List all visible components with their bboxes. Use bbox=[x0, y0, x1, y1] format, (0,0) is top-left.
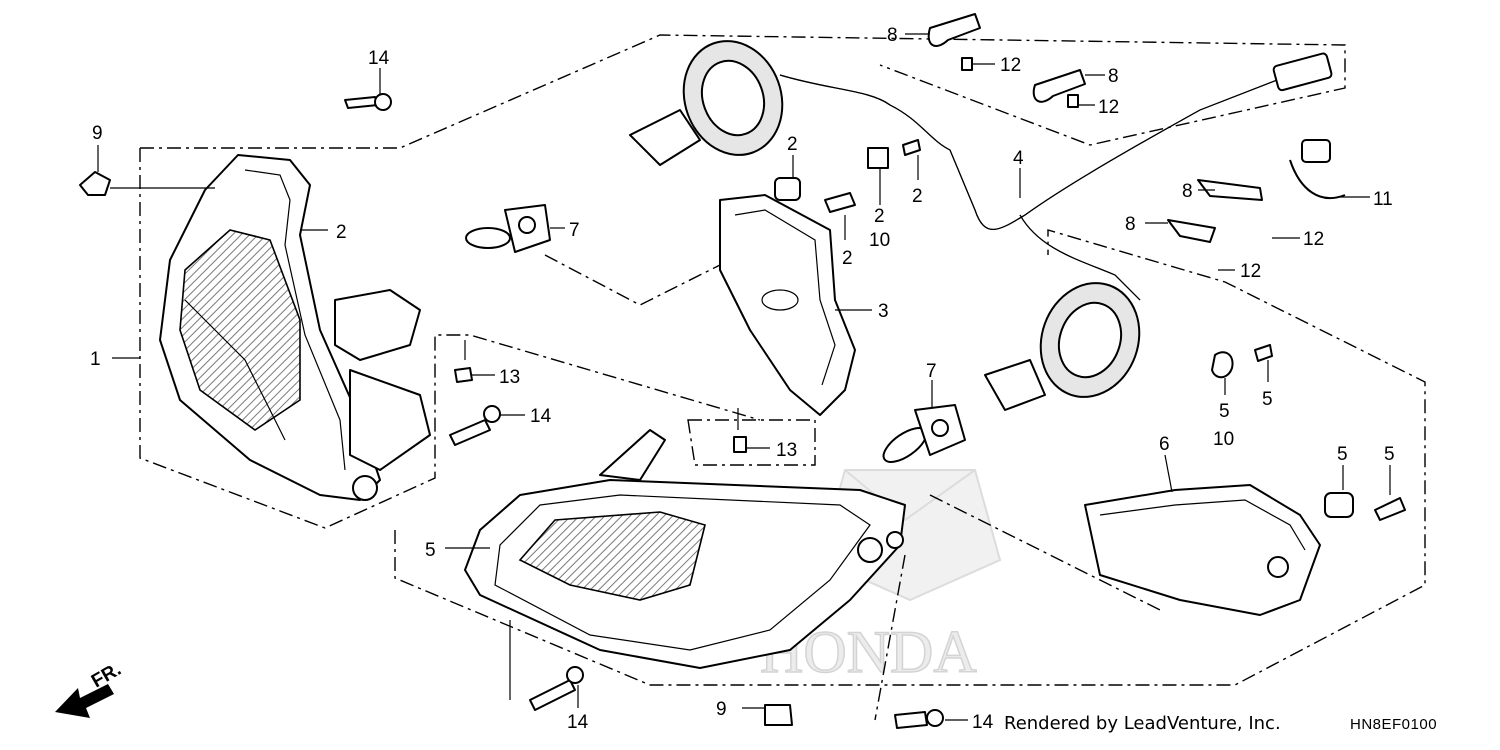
callout-11: 11 bbox=[1373, 189, 1393, 210]
bolt-group-outline bbox=[687, 419, 816, 466]
callout-8-a: 8 bbox=[887, 25, 898, 46]
callout-1: 1 bbox=[90, 349, 101, 370]
left-lamp-group-outline bbox=[139, 148, 761, 529]
diagram-code: HN8EF0100 bbox=[1350, 716, 1437, 733]
callout-4: 4 bbox=[1013, 148, 1024, 169]
callout-2-bolt: 2 bbox=[842, 248, 853, 269]
callout-5-clip: 5 bbox=[1219, 401, 1230, 422]
callout-8-c: 8 bbox=[1182, 181, 1193, 202]
leader-lines bbox=[97, 33, 1391, 721]
callout-2-nut: 2 bbox=[912, 186, 923, 207]
callout-9-bottom: 9 bbox=[716, 699, 727, 720]
callout-12-b: 12 bbox=[1098, 97, 1119, 118]
callout-12-c: 12 bbox=[1303, 229, 1324, 250]
front-indicator-label: FR. bbox=[88, 659, 125, 692]
assembly-outlines bbox=[139, 34, 1426, 721]
callout-14-top: 14 bbox=[368, 48, 390, 69]
bulb-7-left bbox=[465, 204, 551, 253]
callout-3: 3 bbox=[878, 301, 889, 322]
callout-5-bolt: 5 bbox=[1384, 444, 1395, 465]
bottom-bolt-link-line bbox=[874, 554, 906, 721]
fasteners bbox=[79, 93, 944, 729]
callout-12-d: 12 bbox=[1240, 261, 1261, 282]
clamps-right bbox=[1167, 139, 1346, 243]
callout-14-credit: 14 bbox=[972, 712, 994, 733]
callout-5-screw: 5 bbox=[1262, 389, 1273, 410]
callout-14-mid: 14 bbox=[530, 406, 552, 427]
callout-6: 6 bbox=[1159, 434, 1170, 455]
cover-link-line bbox=[929, 494, 1161, 611]
bulb-link-line bbox=[544, 254, 731, 306]
wire-harness bbox=[629, 40, 1333, 411]
callout-10-clip: 10 bbox=[869, 230, 890, 251]
left-headlight-assembly bbox=[159, 154, 431, 501]
callout-13-a: 13 bbox=[499, 367, 520, 388]
callout-7-left: 7 bbox=[569, 220, 580, 241]
top-group-outline bbox=[140, 34, 1346, 149]
callout-9-left: 9 bbox=[92, 123, 103, 144]
callout-5-grommet: 5 bbox=[1337, 444, 1348, 465]
callout-12-a: 12 bbox=[1000, 55, 1021, 76]
credit-text: Rendered by LeadVenture, Inc. bbox=[1004, 713, 1281, 734]
callout-2-grommet: 2 bbox=[787, 134, 798, 155]
callout-8-b: 8 bbox=[1108, 66, 1119, 87]
callout-10-right: 10 bbox=[1213, 429, 1234, 450]
right-headlight-assembly bbox=[464, 429, 906, 669]
callout-8-d: 8 bbox=[1125, 214, 1136, 235]
cover-6 bbox=[1084, 484, 1321, 616]
callout-labels: 14 9 2 7 1 13 14 13 5 14 9 14 8 12 8 12 … bbox=[90, 25, 1395, 733]
callout-2-clip: 2 bbox=[874, 206, 885, 227]
callout-5-lamp: 5 bbox=[425, 540, 436, 561]
callout-14-bottom: 14 bbox=[567, 712, 589, 733]
right-hardware bbox=[1211, 344, 1406, 521]
bulb-7-mid bbox=[882, 404, 966, 463]
front-direction-indicator: FR. bbox=[55, 659, 125, 718]
callout-13-b: 13 bbox=[776, 440, 797, 461]
right-lamp-group-outline bbox=[394, 229, 1426, 686]
callout-7-mid: 7 bbox=[926, 361, 937, 382]
callout-2-left: 2 bbox=[336, 222, 347, 243]
cover-3 bbox=[719, 194, 856, 416]
cover-hardware bbox=[774, 139, 921, 213]
clamps-top bbox=[927, 13, 1086, 108]
